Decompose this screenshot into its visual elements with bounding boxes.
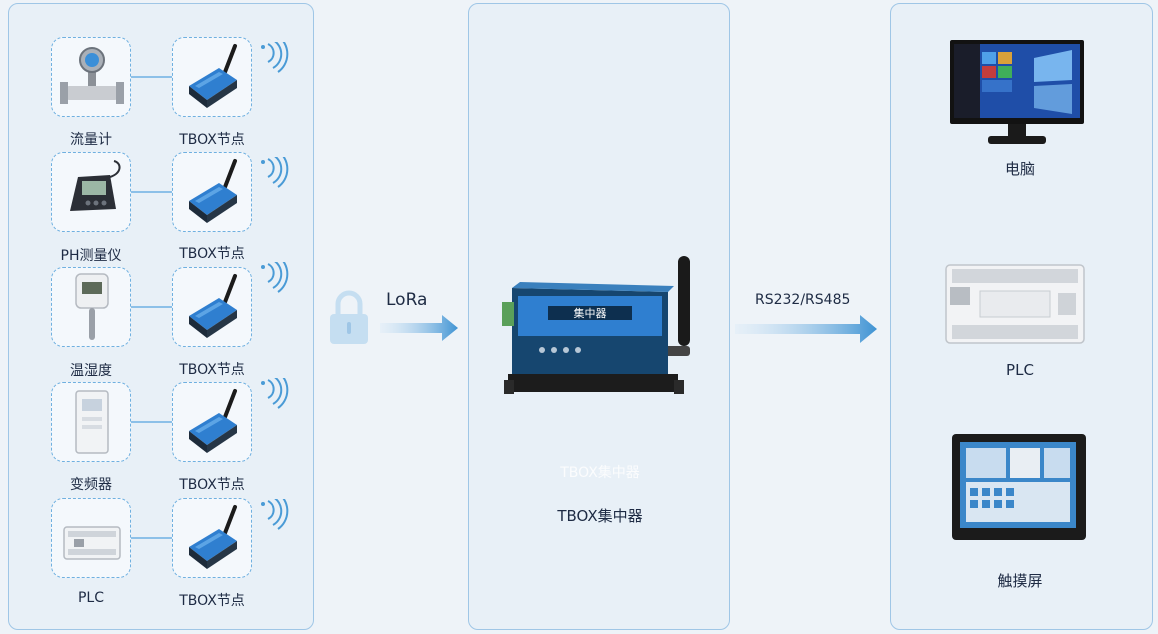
tbox-node-icon <box>173 383 253 463</box>
tbox-node-box <box>172 37 252 117</box>
link-line <box>131 537 172 539</box>
device-box-ph-meter <box>51 152 131 232</box>
device-label: 变频器 <box>70 477 112 493</box>
wireless-signal-icon <box>258 378 292 412</box>
plc-icon <box>63 526 121 560</box>
wireless-signal-icon <box>258 262 292 296</box>
tbox-node-box <box>172 498 252 578</box>
link-line <box>131 191 172 193</box>
tbox-node-icon <box>173 153 253 233</box>
device-label: 流量计 <box>70 132 112 148</box>
plc-icon <box>945 264 1085 344</box>
tbox-node-icon <box>173 499 253 579</box>
tbox-node-icon <box>173 268 253 348</box>
link-line <box>131 76 172 78</box>
device-box-thermo-hygrometer <box>51 267 131 347</box>
device-box-flowmeter <box>51 37 131 117</box>
node-label: TBOX节点 <box>179 477 245 493</box>
device-label: PLC <box>77 590 105 606</box>
ph-meter-icon <box>70 160 121 211</box>
device-box-inverter <box>51 382 131 462</box>
plc-label: PLC <box>1006 361 1034 379</box>
wireless-signal-icon <box>258 157 292 191</box>
device-label: PH测量仪 <box>60 248 122 264</box>
lora-label: LoRa <box>386 290 428 310</box>
thermo-hygrometer-icon <box>75 273 109 340</box>
concentrator-faint-label: TBOX集中器 <box>560 465 640 481</box>
tbox-node-box <box>172 267 252 347</box>
tbox-node-box <box>172 382 252 462</box>
inverter-icon <box>75 390 109 454</box>
lock-icon <box>330 290 368 344</box>
link-line <box>131 421 172 423</box>
arrow-right-icon <box>380 315 458 341</box>
arrow-right-icon <box>735 315 877 343</box>
tbox-node-box <box>172 152 252 232</box>
touchscreen-icon <box>952 434 1086 540</box>
flowmeter-icon <box>60 47 124 104</box>
node-label: TBOX节点 <box>179 362 245 378</box>
touchscreen-label: 触摸屏 <box>997 572 1043 590</box>
device-title: 集中器 <box>574 306 607 320</box>
concentrator-caption: TBOX集中器 <box>557 507 643 525</box>
computer-label: 电脑 <box>1004 160 1035 178</box>
rs-link-label: RS232/RS485 <box>755 292 851 308</box>
node-label: TBOX节点 <box>179 593 245 609</box>
wireless-signal-icon <box>258 42 292 76</box>
computer-monitor-icon <box>950 40 1084 144</box>
node-label: TBOX节点 <box>179 132 245 148</box>
device-label: 温湿度 <box>70 363 112 379</box>
device-box-plc <box>51 498 131 578</box>
wireless-signal-icon <box>258 499 292 533</box>
link-line <box>131 306 172 308</box>
tbox-node-icon <box>173 38 253 118</box>
concentrator-icon: 集中器 <box>502 256 690 394</box>
node-label: TBOX节点 <box>179 246 245 262</box>
